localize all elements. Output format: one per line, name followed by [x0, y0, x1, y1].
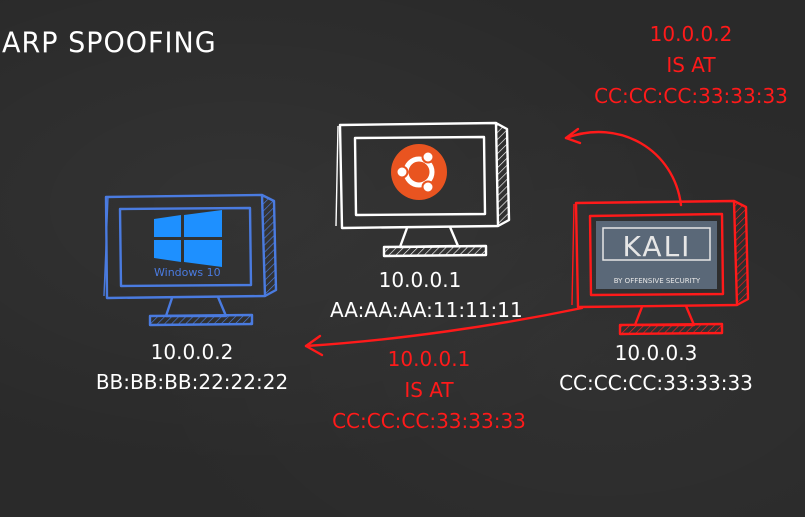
ubuntu-mac: AA:AA:AA:11:11:11 — [330, 298, 523, 322]
windows-monitor — [103, 193, 278, 327]
kali-mac: CC:CC:CC:33:33:33 — [559, 371, 753, 395]
spoof-message-is-at: IS AT — [404, 378, 454, 402]
page-title: ARP SPOOFING — [2, 27, 217, 60]
spoof-arrow-to-windows — [304, 306, 584, 357]
spoof-message-mac: CC:CC:CC:33:33:33 — [332, 409, 526, 433]
kali-logo-text: KALI — [623, 230, 692, 263]
windows-icon: Windows 10 — [154, 210, 222, 279]
ubuntu-ip: 10.0.0.1 — [378, 268, 462, 292]
spoof-arrow-to-ubuntu — [564, 127, 683, 207]
spoof-message-is-at: IS AT — [666, 53, 716, 77]
kali-icon: KALI BY OFFENSIVE SECURITY — [596, 221, 717, 289]
ubuntu-icon — [391, 144, 447, 200]
kali-ip: 10.0.0.3 — [614, 341, 698, 365]
spoof-message-ip: 10.0.0.1 — [387, 347, 471, 371]
spoof-message-mac: CC:CC:CC:33:33:33 — [594, 84, 788, 108]
spoof-message-ip: 10.0.0.2 — [649, 22, 733, 46]
kali-logo-subtext: BY OFFENSIVE SECURITY — [614, 277, 701, 285]
windows-host-label: 10.0.0.2 BB:BB:BB:22:22:22 — [82, 337, 302, 397]
ubuntu-host-label: 10.0.0.1 AA:AA:AA:11:11:11 — [330, 265, 523, 325]
ubuntu-monitor — [335, 121, 511, 258]
spoof-message-to-windows: 10.0.0.1 IS AT CC:CC:CC:33:33:33 — [322, 344, 536, 437]
windows-mac: BB:BB:BB:22:22:22 — [95, 370, 289, 394]
kali-host-label: 10.0.0.3 CC:CC:CC:33:33:33 — [546, 338, 766, 398]
windows-logo-text: Windows 10 — [154, 266, 221, 279]
spoof-message-to-ubuntu: 10.0.0.2 IS AT CC:CC:CC:33:33:33 — [584, 19, 798, 112]
windows-ip: 10.0.0.2 — [150, 340, 234, 364]
